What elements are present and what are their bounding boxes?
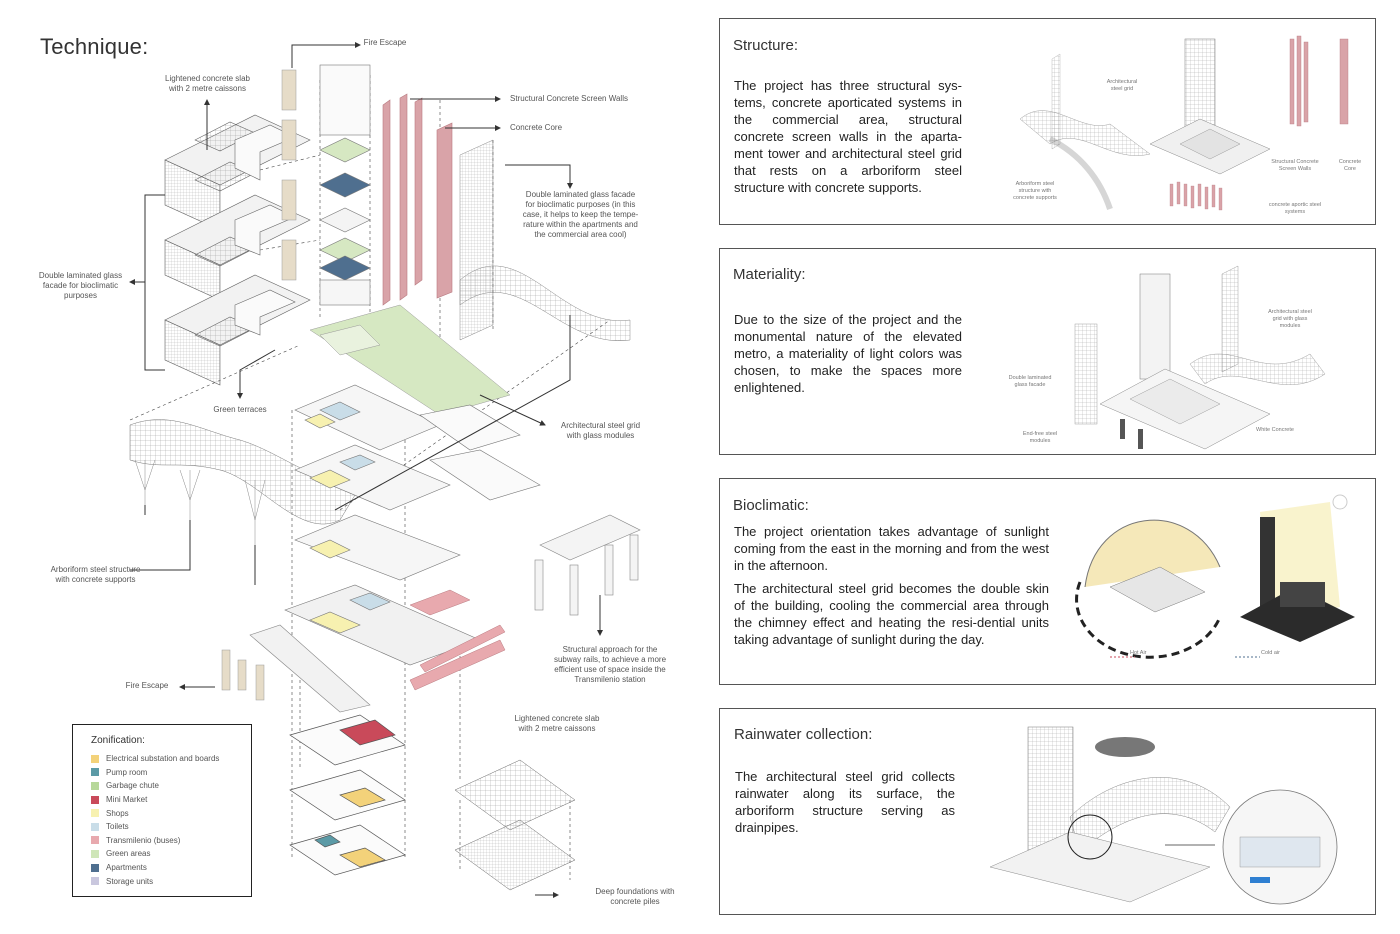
- annot-deep-foundations: Deep foundations with concrete piles: [595, 887, 675, 906]
- legend-item: Garbage chute: [91, 779, 251, 793]
- subway-rail-structure: [534, 514, 641, 616]
- legend-label: Mini Market: [106, 795, 148, 805]
- basement-plans: [289, 714, 406, 876]
- structure-label-aporticated: concrete aportic steel systems: [1268, 202, 1322, 215]
- tower-floors: [319, 64, 371, 306]
- rainwater-body: The architectural steel grid collects ra…: [735, 769, 955, 835]
- annot-screen-walls: Structural Concrete Screen Walls: [510, 94, 628, 103]
- structure-label-arboriform: Arboriform steel structure with concrete…: [1013, 181, 1057, 201]
- bioclimatic-hot-air: Hot Air: [1130, 650, 1147, 656]
- legend-label: Green areas: [106, 849, 151, 859]
- bioclimatic-panel: Bioclimatic: The project orientation tak…: [719, 478, 1376, 685]
- arboriform-columns: [134, 459, 266, 545]
- annot-arboriform: Arboriform steel structure with concrete…: [50, 565, 141, 584]
- zonification-legend: Zonification: Electrical substation and …: [72, 724, 252, 897]
- left-floor-slabs: [164, 114, 311, 386]
- annot-lightened-slab-top: Lightened concrete slab with 2 metre cai…: [165, 74, 250, 93]
- annot-double-glass-right: Double laminated glass facade for biocli…: [522, 190, 639, 239]
- materiality-illustration: [1074, 265, 1326, 450]
- legend-item: Apartments: [91, 861, 251, 875]
- annot-concrete-core: Concrete Core: [510, 123, 563, 132]
- annot-lightened-slab-bottom: Lightened concrete slab with 2 metre cai…: [514, 714, 600, 733]
- transmilenio-platform: [409, 589, 506, 691]
- rainwater-panel: Rainwater collection: The architectural …: [719, 708, 1376, 915]
- legend-label: Electrical substation and boards: [106, 754, 220, 764]
- bioclimatic-body-2: The architectural steel grid becomes the…: [734, 581, 1049, 647]
- annot-fire-escape-top: Fire Escape: [363, 38, 407, 47]
- bioclimatic-body-1: The project orientation takes advantage …: [734, 524, 1049, 573]
- legend-label: Toilets: [106, 822, 129, 832]
- bioclimatic-title: Bioclimatic:: [733, 497, 809, 514]
- legend-swatch: [91, 754, 99, 763]
- technique-title: Technique:: [40, 34, 149, 59]
- legend-label: Transmilenio (buses): [106, 835, 181, 845]
- fire-escape-stack-top: [281, 69, 297, 281]
- bioclimatic-illustration: [1075, 494, 1355, 659]
- exploded-axonometric-diagram: [129, 42, 641, 898]
- legend-swatch: [91, 836, 99, 845]
- rainwater-title: Rainwater collection:: [734, 726, 873, 743]
- legend-label: Apartments: [106, 863, 147, 873]
- materiality-label-steel-glass: Architectural steel grid with glass modu…: [1268, 309, 1312, 329]
- legend-swatch: [91, 795, 99, 804]
- annot-subway-approach: Structural approach for the subway rails…: [553, 645, 667, 684]
- legend-swatch: [91, 863, 99, 872]
- double-glass-facade-right: [459, 139, 631, 342]
- annot-fire-escape-bottom: Fire Escape: [125, 681, 169, 690]
- foundation-slab: [454, 759, 576, 891]
- annot-steel-grid: Architectural steel grid with glass modu…: [560, 421, 641, 440]
- ground-slab: [249, 624, 371, 713]
- legend-label: Shops: [106, 808, 129, 818]
- materiality-body: Due to the size of the project and the m…: [734, 312, 962, 395]
- legend-swatch: [91, 781, 99, 790]
- legend-item: Toilets: [91, 820, 251, 834]
- concrete-screen-walls: [382, 93, 453, 306]
- legend-label: Pump room: [106, 767, 148, 777]
- structure-label-steel-grid: Architectural steel grid: [1106, 79, 1138, 92]
- structure-body: The project has three structural sys-tem…: [734, 78, 962, 195]
- legend-item: Mini Market: [91, 793, 251, 807]
- leader-lines: [129, 42, 603, 898]
- legend-item: Shops: [91, 806, 251, 820]
- commercial-floors: [284, 384, 541, 666]
- rainwater-illustration: [989, 726, 1338, 905]
- structure-label-core: Concrete Core: [1338, 159, 1362, 172]
- annot-green-terraces: Green terraces: [213, 405, 267, 414]
- legend-item: Pump room: [91, 766, 251, 780]
- materiality-label-double-glass: Double laminated glass facade: [1008, 375, 1052, 388]
- annot-double-glass-left: Double laminated glass facade for biocli…: [38, 271, 123, 300]
- legend-title: Zonification:: [91, 735, 145, 746]
- structure-panel: Structure: The project has three structu…: [719, 18, 1376, 225]
- legend-item: Transmilenio (buses): [91, 834, 251, 848]
- legend-swatch: [91, 849, 99, 858]
- legend-swatch: [91, 822, 99, 831]
- legend-label: Storage units: [106, 876, 154, 886]
- green-terraces: [309, 304, 511, 416]
- bioclimatic-cold-air: Cold air: [1261, 650, 1280, 656]
- legend-swatch: [91, 877, 99, 886]
- legend-item: Green areas: [91, 847, 251, 861]
- structure-illustration: [1019, 35, 1349, 211]
- legend-label: Garbage chute: [106, 781, 159, 791]
- legend-item: Storage units: [91, 874, 251, 888]
- materiality-panel: Materiality: Due to the size of the proj…: [719, 248, 1376, 455]
- materiality-title: Materiality:: [733, 266, 806, 283]
- legend-item: Electrical substation and boards: [91, 752, 251, 766]
- structure-label-screen-walls: Structural Concrete Screen Walls: [1271, 159, 1319, 172]
- materiality-label-white-concrete: White Concrete: [1256, 427, 1294, 433]
- fire-escape-stack-bottom: [221, 649, 265, 701]
- legend-swatch: [91, 809, 99, 818]
- legend-swatch: [91, 768, 99, 777]
- structure-title: Structure:: [733, 37, 799, 54]
- materiality-label-end-free: End-free steel modules: [1022, 431, 1058, 444]
